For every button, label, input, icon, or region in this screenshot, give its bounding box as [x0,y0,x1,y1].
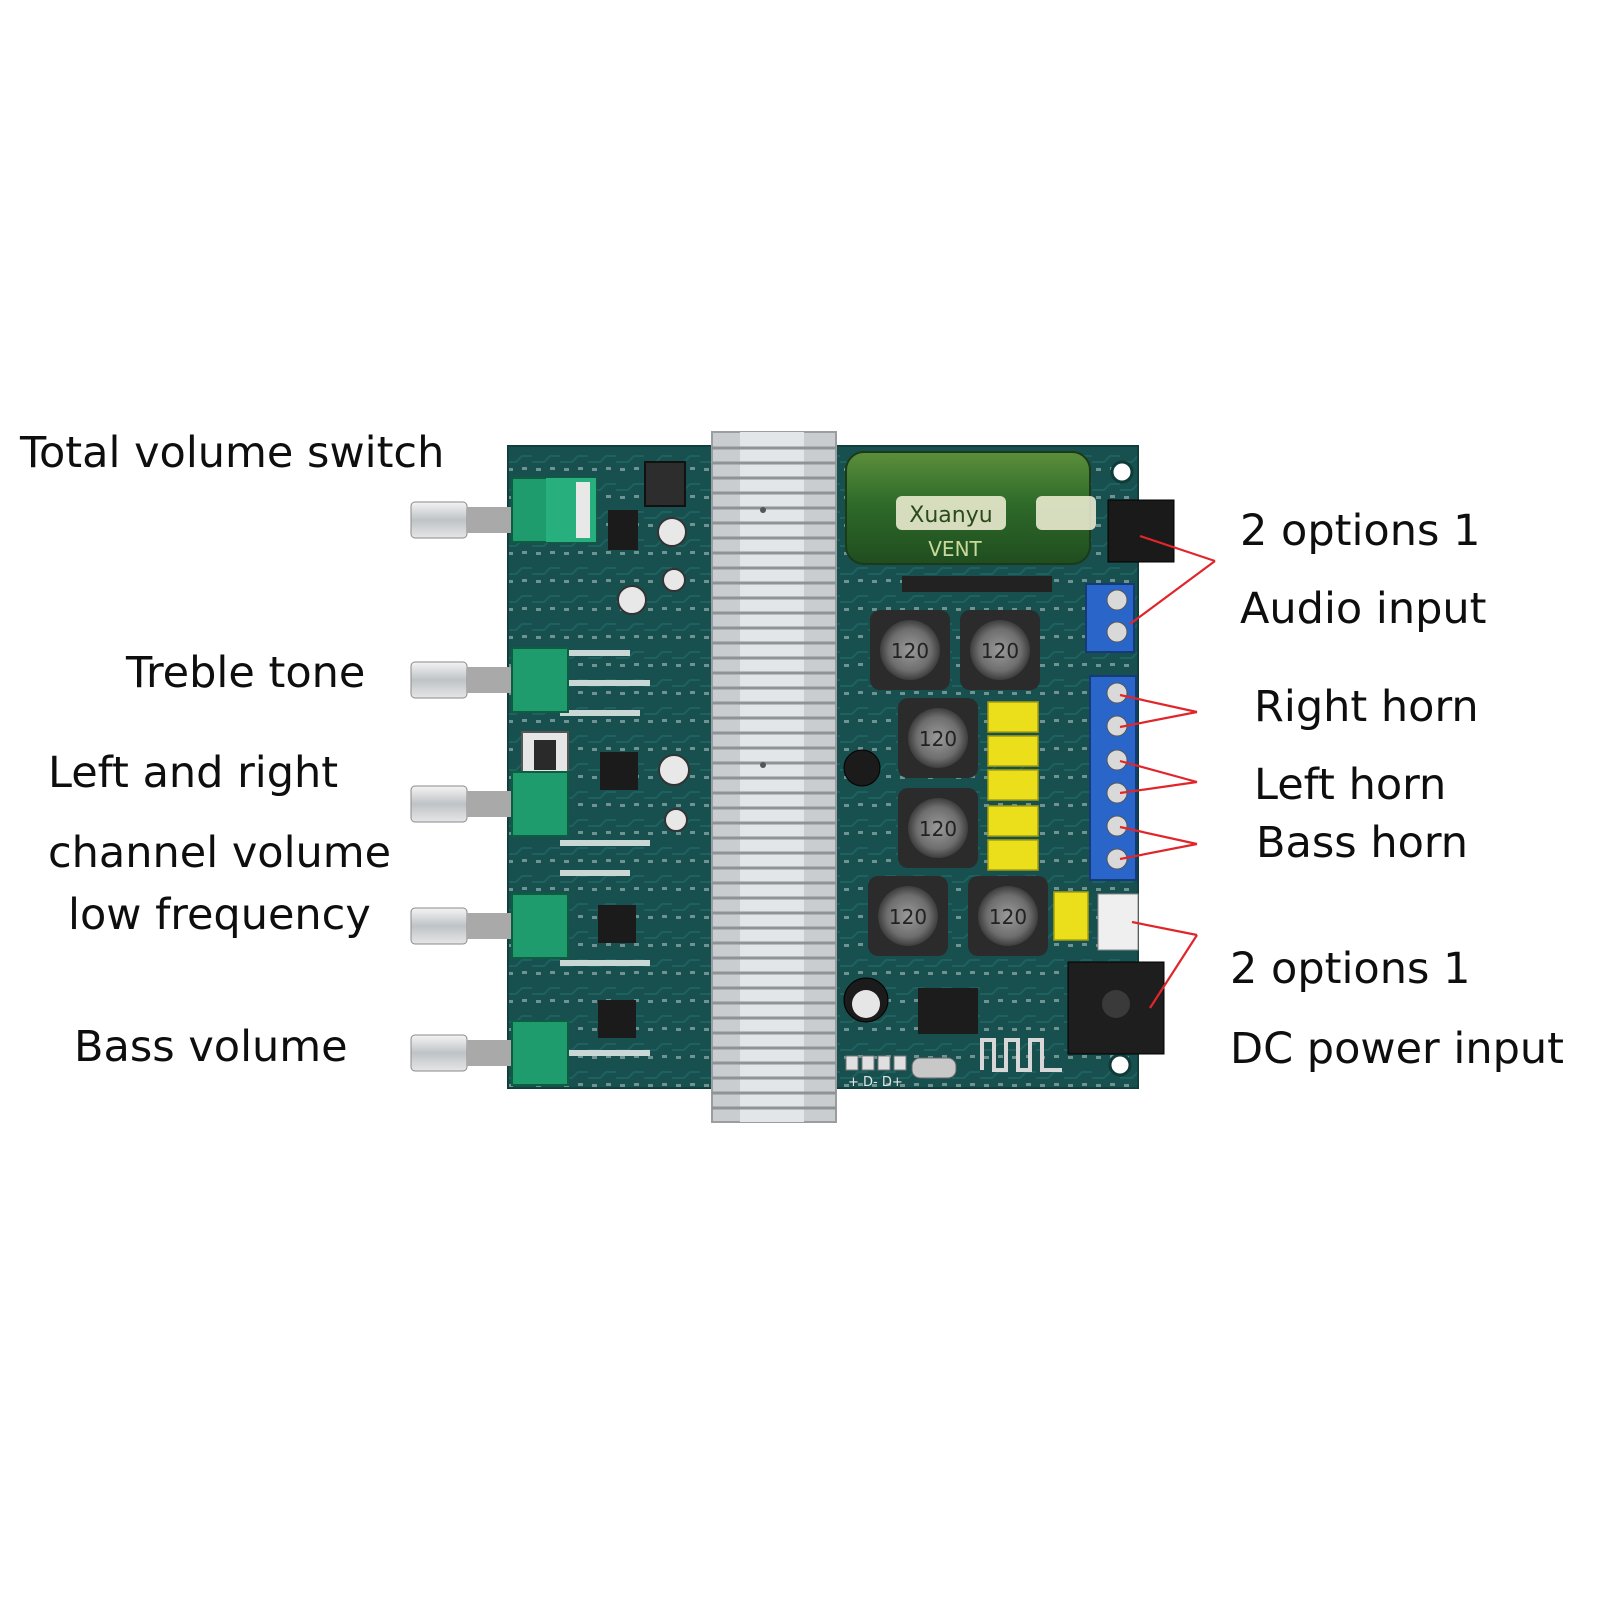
heatsink [711,431,837,1123]
small-inductor [644,461,686,507]
label-total-volume-switch: Total volume switch [20,428,445,478]
bluetooth-pin-header [845,1055,907,1071]
inductor-code-5: 120 [889,905,927,929]
label-bass-horn: Bass horn [1256,818,1469,868]
main-filter-capacitor: Xuanyu VENT [845,451,1096,565]
leader-lines [1119,534,1216,1009]
crystal [911,1057,957,1079]
bluetooth-pin-labels: + D- D+ [848,1075,903,1090]
label-right-horn: Right horn [1254,682,1479,732]
inductors: 120 120 120 120 120 120 [868,610,1048,956]
inductor-code-1: 120 [891,639,929,663]
potentiometer-low-frequency [410,893,569,959]
amplifier-ic [918,988,978,1034]
op-amp-chips [598,510,638,1038]
capacitor-brand-text: Xuanyu [909,503,992,528]
potentiometer-bass-volume [410,1020,569,1086]
audio-input-jack [1107,499,1175,563]
potentiometer-treble [410,647,569,713]
label-audio-input: Audio input [1240,584,1487,634]
audio-input-terminal [1085,583,1135,653]
label-dc-options: 2 options 1 [1230,944,1471,994]
label-dc-power-input: DC power input [1230,1024,1564,1074]
inductor-code-4: 120 [919,817,957,841]
label-bass-volume: Bass volume [74,1022,348,1072]
potentiometer-channel-volume [410,771,569,837]
label-treble-tone: Treble tone [126,648,366,698]
inductor-code-2: 120 [981,639,1019,663]
small-capacitors [617,517,690,832]
capacitor-series-text: VENT [928,537,982,561]
film-capacitors [987,701,1089,941]
label-channel-volume: channel volume [48,828,392,878]
label-audio-options: 2 options 1 [1240,506,1481,556]
potentiometer-total-volume [410,477,597,543]
bluetooth-antenna [980,1038,1062,1072]
mounting-holes [1108,460,1134,1077]
dc-power-connector [1097,893,1139,951]
label-left-horn: Left horn [1254,760,1447,810]
label-low-frequency: low frequency [68,890,371,940]
label-left-and-right: Left and right [48,748,339,798]
inductor-code-3: 120 [919,727,957,751]
dc-power-jack [1067,961,1165,1055]
inductor-code-6: 120 [989,905,1027,929]
speaker-terminals [1089,675,1137,881]
